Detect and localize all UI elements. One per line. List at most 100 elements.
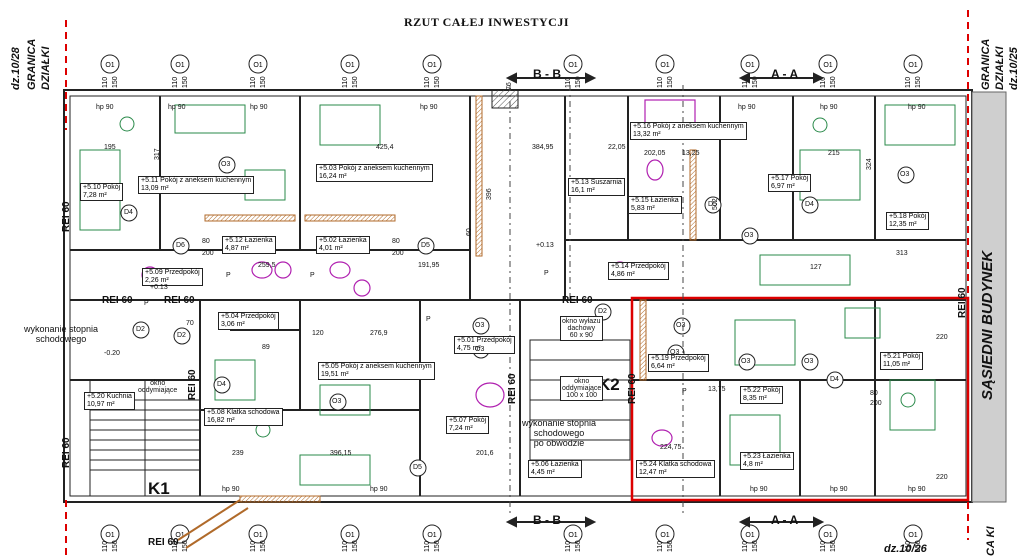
window-width: 110	[565, 541, 572, 552]
room-number-and-name: +5.17 Pokój	[771, 175, 809, 182]
window-width: 110	[102, 77, 109, 88]
room-number-and-name: +5.05 Pokój z aneksem kuchennym	[321, 363, 432, 370]
dim: 317	[154, 148, 161, 160]
dim: 200	[870, 400, 882, 407]
room-number-and-name: +5.04 Przedpokój	[221, 313, 276, 320]
window-code: O1	[105, 62, 114, 69]
hp-label: hp 90	[908, 104, 926, 111]
hp-label: hp 90	[250, 104, 268, 111]
window-width: 110	[424, 541, 431, 552]
window-height: 150	[112, 540, 119, 552]
stair-smoke-window-note: okno oddymiające	[138, 380, 177, 394]
highlighted-apartment-outline	[630, 296, 970, 502]
dim: 191,95	[418, 262, 440, 269]
room-area: 7,28 m²	[83, 192, 107, 199]
radiator-code: P	[682, 388, 687, 395]
roof-window-code: O3	[900, 171, 910, 178]
room-number-and-name: +5.01 Przedpokój	[457, 337, 512, 344]
window-width: 110	[172, 77, 179, 88]
roof-window-code: O3	[475, 322, 485, 329]
radiator-code: P	[426, 316, 431, 323]
window-height: 150	[667, 540, 674, 552]
room-number-and-name: +5.08 Klatka schodowa	[207, 409, 280, 416]
stair-window-l2: oddymiające	[138, 387, 178, 394]
fire-rating-8: REI 60	[507, 373, 518, 404]
stair-k2-label: K2	[598, 375, 620, 394]
door-code: D5	[421, 242, 430, 249]
dim: 200	[392, 250, 404, 257]
door-code: D2	[177, 332, 186, 339]
dim: 127	[810, 264, 822, 271]
window-code: O1	[427, 62, 436, 69]
skylight-2-l2: oddymiające	[562, 385, 602, 392]
window-marker-circle	[563, 54, 583, 74]
room-area: 4,01 m²	[319, 245, 343, 252]
dim: 80	[392, 238, 400, 245]
roof-window-code: O3	[670, 349, 680, 356]
fire-rating-10: REI 60	[957, 287, 968, 318]
window-code: O1	[745, 62, 754, 69]
skylight-hatch-note: okno wyłazu dachowy 60 x 90	[560, 316, 603, 341]
room-number-and-name: +5.10 Pokój	[83, 184, 121, 191]
window-width: 110	[657, 541, 664, 552]
window-height: 150	[352, 540, 359, 552]
dim: 396	[486, 188, 493, 200]
roof-window-code: O3	[676, 322, 686, 329]
window-height: 150	[260, 540, 267, 552]
window-marker-circle	[563, 524, 583, 544]
window-width: 110	[172, 541, 179, 552]
door-code: D6	[176, 242, 185, 249]
window-width: 110	[742, 77, 749, 88]
note-step-right-2: schodowego	[533, 428, 585, 438]
window-width: 110	[424, 77, 431, 88]
window-code: O1	[660, 62, 669, 69]
window-height: 150	[752, 76, 759, 88]
room-number-and-name: +5.14 Przedpokój	[611, 263, 666, 270]
window-height: 150	[112, 76, 119, 88]
window-height: 150	[915, 76, 922, 88]
window-code: O1	[253, 532, 262, 539]
window-marker-circle	[248, 54, 268, 74]
section-label-bb-top: B - B	[533, 67, 561, 81]
window-marker-circle	[170, 54, 190, 74]
radiator-code: P	[544, 270, 549, 277]
room-area: 5,83 m²	[631, 205, 655, 212]
dim: 396,15	[330, 450, 352, 457]
skylight-1-l2: dachowy	[567, 325, 596, 332]
room-area: 16,82 m²	[207, 417, 235, 424]
door-code: D5	[413, 464, 422, 471]
room-number-and-name: +5.19 Przedpokój	[651, 355, 706, 362]
window-marker-circle	[422, 524, 442, 544]
room-area: 16,1 m²	[571, 187, 595, 194]
dim: 324	[866, 158, 873, 170]
door-code: D4	[805, 201, 814, 208]
hp-label: hp 90	[820, 104, 838, 111]
window-marker-circle	[903, 54, 923, 74]
plot-number-left: dz.10/28	[10, 47, 22, 90]
plot-label-bottom-cut: CA KI	[985, 526, 997, 556]
hp-label: hp 90	[370, 486, 388, 493]
window-marker-circle	[655, 524, 675, 544]
roof-window-code: O3	[741, 358, 751, 365]
plot-number-right: dz.10/25	[1008, 47, 1020, 90]
fire-rating-3: REI 60	[164, 295, 195, 306]
window-width: 110	[905, 541, 912, 552]
room-number-and-name: +5.11 Pokój z aneksem kuchennym	[141, 177, 252, 184]
dim: +0.13	[536, 242, 554, 249]
dim: 22,05	[608, 144, 626, 151]
smoke-window-note: okno oddymiające 100 x 100	[560, 376, 604, 401]
door-code: D4	[124, 209, 133, 216]
window-width: 110	[342, 541, 349, 552]
fire-rating-5: REI 60	[187, 369, 198, 400]
room-number-and-name: +5.24 Klatka schodowa	[639, 461, 712, 468]
